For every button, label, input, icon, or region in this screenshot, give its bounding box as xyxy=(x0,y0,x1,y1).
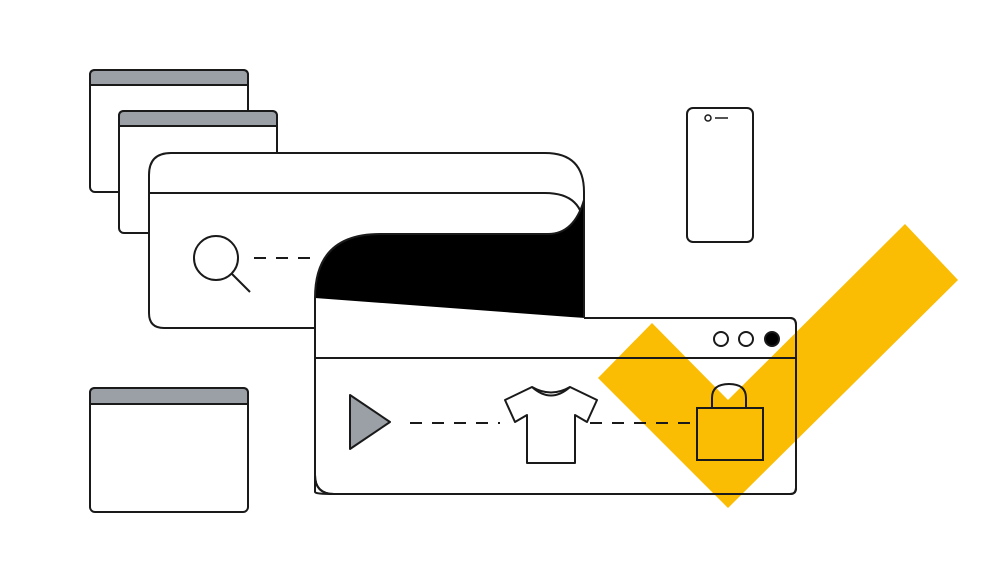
window-controls xyxy=(713,331,780,347)
search-icon xyxy=(193,235,251,293)
shopping-bag-icon xyxy=(696,382,764,461)
control-dot-2[interactable] xyxy=(738,331,754,347)
control-dot-3[interactable] xyxy=(764,331,780,347)
main-window-outline xyxy=(314,298,797,495)
play-icon[interactable] xyxy=(349,394,391,450)
browser-window-small-3 xyxy=(89,387,249,513)
checkmark-icon xyxy=(598,224,958,508)
smartphone-icon xyxy=(686,107,754,243)
control-dot-1[interactable] xyxy=(713,331,729,347)
